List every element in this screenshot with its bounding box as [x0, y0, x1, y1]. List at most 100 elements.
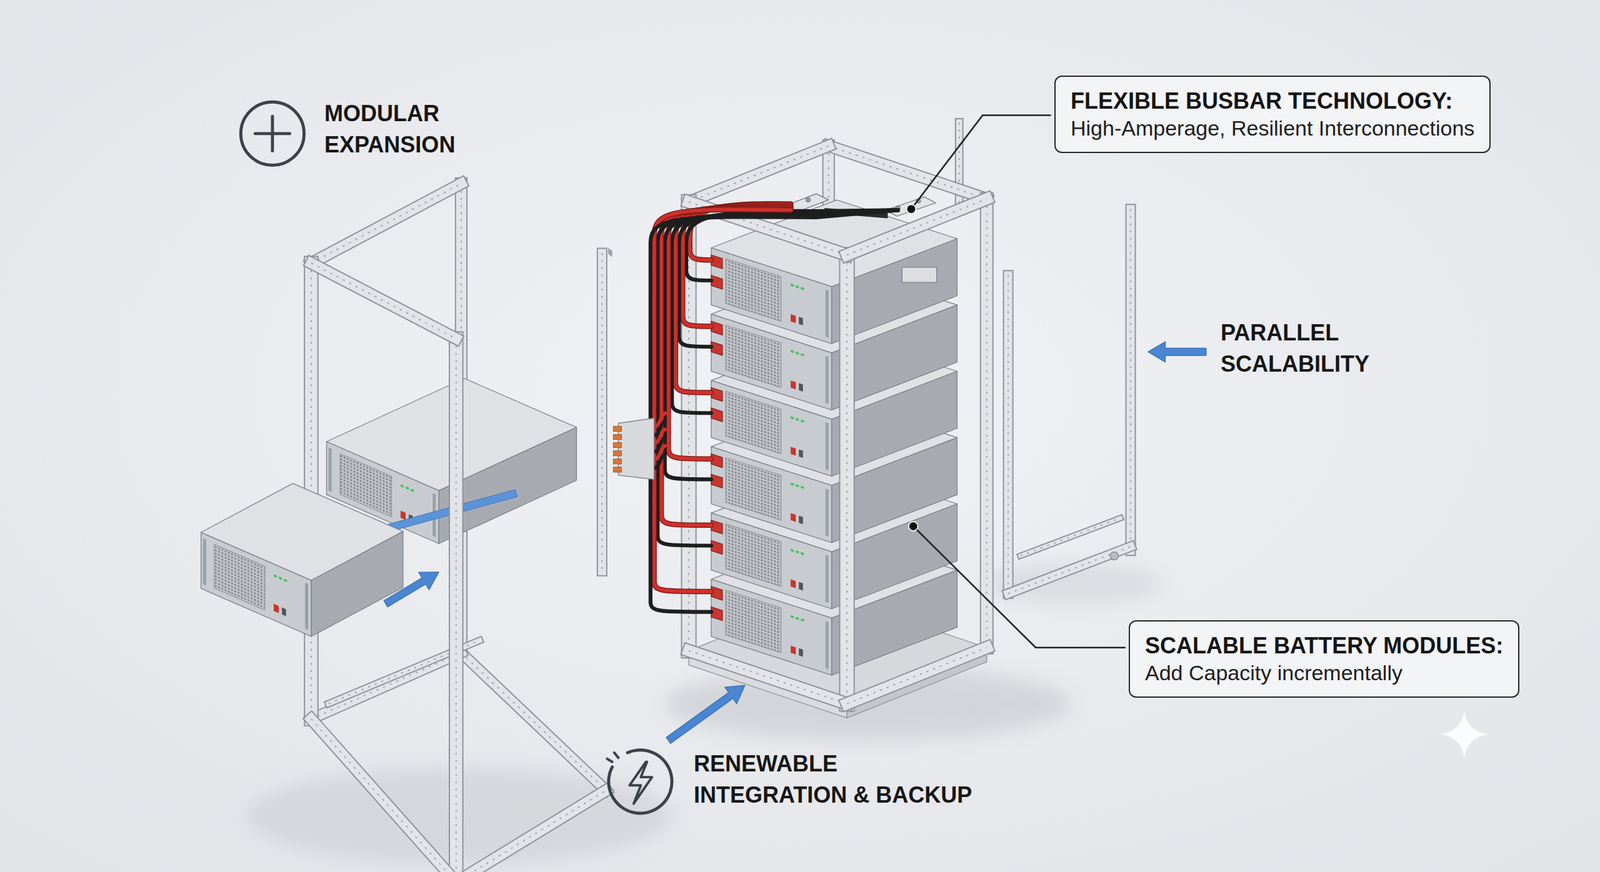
power-plug	[711, 341, 723, 356]
module-handle	[825, 290, 829, 339]
vent-grille	[725, 457, 782, 520]
reset-button	[798, 582, 804, 592]
status-led	[410, 488, 414, 493]
rack-rail-holes	[311, 263, 457, 339]
status-led	[795, 616, 799, 620]
rack-rail	[688, 651, 847, 705]
busbar-plate	[885, 196, 936, 217]
rack-post	[980, 198, 994, 648]
rack-rail-holes	[846, 648, 987, 705]
rack-rail-holes	[461, 653, 607, 791]
module-handle	[203, 538, 207, 587]
lightning-bolt	[629, 762, 652, 805]
status-led	[800, 552, 804, 556]
status-led	[795, 418, 799, 422]
terminal-pin	[613, 435, 622, 440]
status-led	[795, 484, 799, 488]
energy-icon-tick	[614, 753, 619, 759]
rack-rail	[688, 651, 847, 705]
power-button	[273, 604, 279, 614]
rack-rail	[456, 790, 607, 872]
cable-clamp	[901, 267, 937, 283]
module-handle	[825, 555, 829, 604]
status-led	[790, 283, 794, 287]
rack-rail	[311, 183, 462, 264]
rack-post-holes	[688, 201, 690, 651]
status-led	[795, 285, 799, 289]
rack-rail-holes	[311, 183, 462, 264]
callout-heading: SCALABLE BATTERY MODULES:	[1145, 631, 1504, 660]
status-led	[273, 574, 277, 579]
sparkle-mark	[1440, 711, 1488, 759]
module-handle	[825, 488, 829, 537]
reset-button	[798, 316, 804, 326]
reset-button	[798, 383, 804, 392]
leader-dot	[906, 204, 917, 214]
rack-post-holes	[846, 255, 848, 704]
parallel-arrow	[1148, 341, 1207, 363]
status-led	[790, 416, 794, 420]
power-button	[400, 510, 406, 520]
module-handle	[305, 583, 309, 631]
rack-rail	[311, 263, 457, 339]
red-cable	[668, 207, 791, 460]
red-cable	[661, 208, 791, 526]
feature-label: RENEWABLE INTEGRATION & BACKUP	[693, 748, 988, 812]
power-plug	[711, 540, 723, 555]
rack-figure	[201, 101, 1489, 872]
reset-button	[798, 648, 804, 658]
status-led	[795, 351, 799, 355]
caster	[1110, 551, 1119, 560]
leader-lines	[906, 115, 1126, 649]
rack-post-holes	[1130, 209, 1132, 552]
status-led	[800, 353, 804, 357]
rack-rail	[461, 653, 607, 791]
rack-post-holes	[1007, 275, 1009, 594]
terminal-pin	[613, 443, 622, 449]
terminal-pin	[613, 426, 622, 432]
rack-rail	[311, 719, 457, 872]
rack-post	[981, 198, 993, 648]
status-led	[800, 618, 804, 622]
leader-line	[913, 526, 1126, 648]
power-plug	[711, 275, 723, 290]
power-button	[790, 513, 796, 522]
power-button	[790, 446, 796, 456]
status-led	[283, 578, 287, 583]
insert-arrow	[383, 572, 439, 608]
callout-heading: FLEXIBLE BUSBAR TECHNOLOGY:	[1070, 86, 1475, 115]
rack-post	[1126, 209, 1135, 552]
rack-rail	[1020, 518, 1121, 556]
reset-button	[281, 607, 287, 617]
power-plug	[711, 606, 723, 621]
leader-line	[911, 115, 1052, 210]
plus-icon-ring	[240, 101, 304, 165]
rack-post-holes	[986, 198, 988, 648]
rack-post	[1003, 275, 1014, 594]
terminal-pin	[613, 459, 622, 465]
rack-rail-holes	[456, 790, 607, 872]
loose-post-holes	[601, 253, 603, 572]
rack-rail	[311, 653, 462, 720]
rack-post	[448, 338, 464, 872]
status-led	[790, 350, 794, 354]
terminal-pin	[613, 467, 622, 473]
rack-post	[450, 338, 463, 872]
rack-rail	[688, 145, 829, 202]
feature-label: PARALLEL SCALABILITY	[1220, 317, 1370, 381]
rack-rail	[461, 653, 607, 791]
vent-grille	[725, 258, 782, 322]
power-plug	[711, 474, 723, 489]
rack-rail-holes	[311, 719, 457, 872]
rack-post	[1004, 275, 1013, 594]
red-cable	[654, 209, 792, 592]
rack-rail	[311, 653, 462, 720]
module-handle	[825, 621, 829, 670]
status-led	[278, 576, 282, 581]
black-cable	[665, 210, 899, 480]
rack-rail-holes	[1020, 518, 1121, 556]
vent-grille	[725, 590, 782, 654]
status-led	[790, 482, 794, 486]
black-cable	[679, 210, 899, 347]
